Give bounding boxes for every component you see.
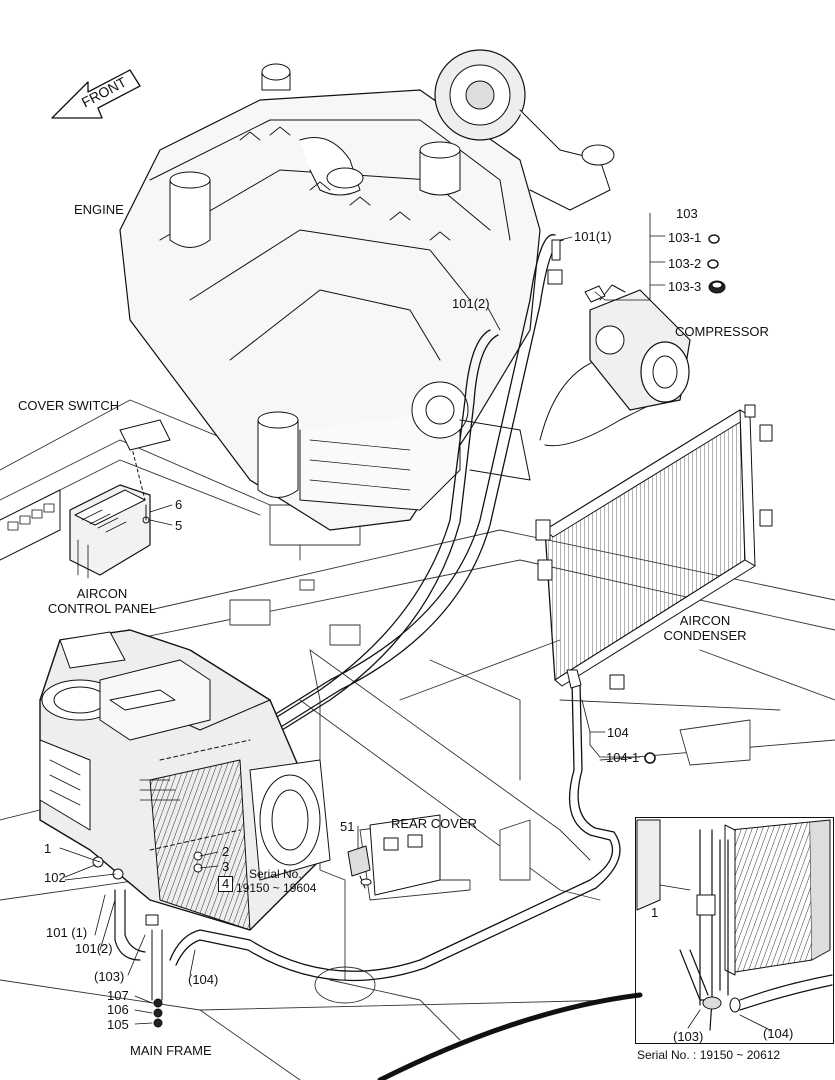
hose-104 (169, 679, 621, 982)
cover-switch-label: COVER SWITCH (18, 398, 120, 413)
aircon-control-panel (0, 419, 171, 579)
part-101-1-top: 101(1) (574, 229, 612, 244)
aircon-control-panel-label-1: AIRCON (76, 586, 128, 601)
part-101-1-bottom: 101 (1) (46, 925, 88, 940)
part-1-left: 1 (44, 841, 52, 856)
part-2: 2 (222, 844, 230, 859)
part-103-3: 103-3 (668, 279, 702, 294)
part-4: 4 (218, 876, 234, 892)
compressor (584, 284, 691, 411)
fasteners-102 (92, 851, 203, 880)
serial-range-label: 19150 ~ 19604 (236, 881, 317, 895)
part-103-1: 103-1 (668, 230, 702, 245)
aircon-condenser (535, 404, 773, 690)
compressor-label: COMPRESSOR (675, 324, 769, 339)
part-106: 106 (107, 1002, 129, 1017)
part-104-paren: (104) (188, 972, 219, 987)
oring-104-1-icon (644, 752, 656, 764)
part-103-paren: (103) (94, 969, 125, 984)
aircon-condenser-label-1: AIRCON (679, 613, 731, 628)
part-5: 5 (175, 518, 183, 533)
engine-block (119, 49, 681, 531)
part-1-inset: 1 (651, 905, 659, 920)
rear-cover-label: REAR COVER (391, 816, 477, 831)
part-3: 3 (222, 859, 230, 874)
part-104-inset: (104) (763, 1026, 794, 1041)
main-frame-outline (0, 399, 835, 1080)
main-frame-label: MAIN FRAME (130, 1043, 212, 1058)
serial-no-label: Serial No. (249, 867, 302, 881)
part-103: 103 (676, 206, 698, 221)
aircon-condenser-label-2: CONDENSER (663, 628, 747, 643)
part-107: 107 (107, 988, 129, 1003)
leader-lines (59, 212, 666, 1025)
inset-frame (635, 817, 834, 1044)
part-101-2-bottom: 101(2) (75, 941, 113, 956)
front-arrow-icon (51, 69, 141, 119)
part-103-2: 103-2 (668, 256, 702, 271)
inset-cable-sweep (377, 992, 643, 1080)
part-101-2-top: 101(2) (452, 296, 490, 311)
fitting-104 (566, 669, 582, 689)
engine-label: ENGINE (74, 202, 124, 217)
part-105: 105 (107, 1017, 129, 1032)
nut-103-3-icon (708, 280, 726, 294)
part-104-1: 104-1 (606, 750, 640, 765)
fittings-105-107 (114, 889, 163, 1028)
aircon-control-panel-label-2: CONTROL PANEL (47, 601, 157, 616)
oring-103-2-icon (707, 259, 719, 269)
fitting-101-1 (551, 239, 561, 261)
hvac-unit (39, 629, 331, 931)
inset-serial-label: Serial No. : 19150 ~ 20612 (637, 1048, 781, 1062)
part-102: 102 (44, 870, 66, 885)
part-104: 104 (607, 725, 629, 740)
part-103-inset: (103) (673, 1029, 704, 1044)
oring-103-1-icon (708, 234, 720, 244)
inset-detail (636, 819, 833, 1031)
part-6: 6 (175, 497, 183, 512)
part-51: 51 (340, 819, 355, 834)
rear-cover-switch (347, 814, 441, 896)
fitting-101-2 (547, 269, 563, 285)
